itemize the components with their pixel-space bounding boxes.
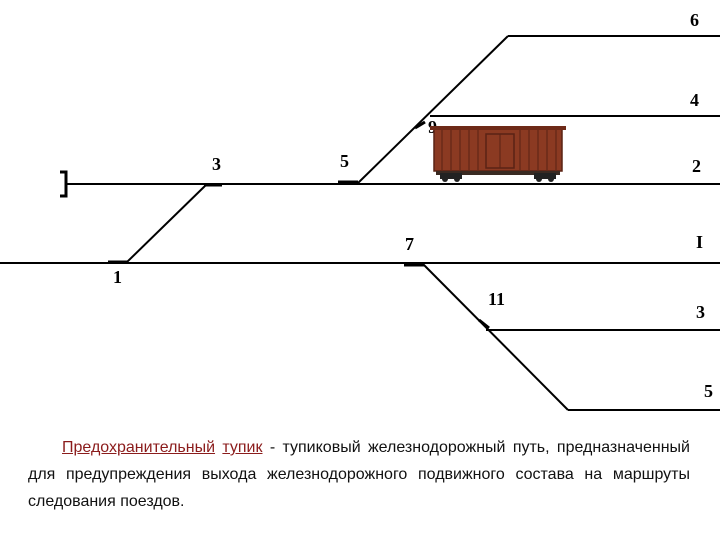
- label-track-4: 4: [690, 90, 699, 110]
- label-switch-7: 7: [405, 234, 414, 254]
- term-safety: Предохранительный: [62, 439, 216, 456]
- label-switch-11: 11: [488, 289, 505, 309]
- boxcar-wagon: [430, 126, 566, 182]
- label-switch-3: 3: [212, 154, 221, 174]
- switch-mark-9: [414, 120, 426, 130]
- definition-text: - тупиковый железнодорожный путь, предна…: [28, 439, 690, 510]
- label-switch-1: 1: [113, 267, 122, 287]
- dead-end-stop: [60, 170, 68, 198]
- label-track-3: 3: [696, 302, 705, 322]
- track-layout-diagram: 1 3 5 9 7 11 6 4 2 I 3 5: [0, 10, 720, 411]
- label-track-2: 2: [692, 156, 701, 176]
- definition-caption: Предохранительный тупик - тупиковый желе…: [28, 434, 690, 515]
- switch-mark-11: [478, 318, 490, 330]
- label-track-5: 5: [704, 381, 713, 401]
- crossover-1-3: [125, 183, 208, 264]
- label-track-main: I: [696, 232, 703, 252]
- diverging-5-6: [356, 35, 509, 185]
- term-deadend: тупик: [222, 439, 263, 456]
- label-track-6: 6: [690, 10, 699, 30]
- label-switch-5: 5: [340, 151, 349, 171]
- diverging-7-5: [421, 262, 569, 411]
